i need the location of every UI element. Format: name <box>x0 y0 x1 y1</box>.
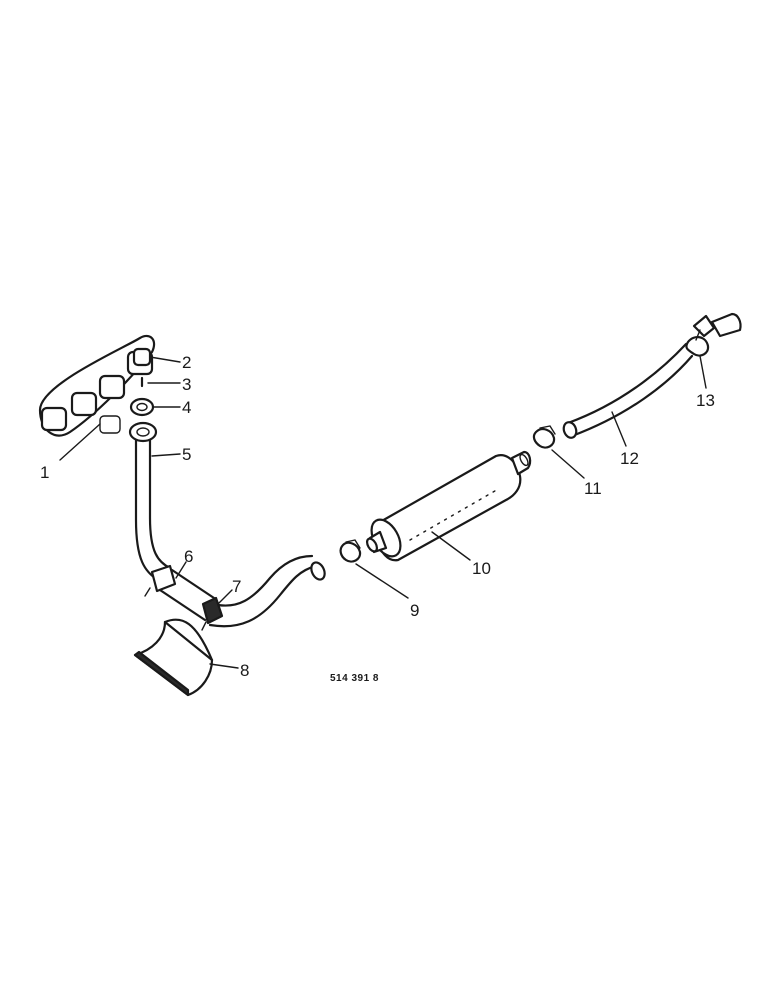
flange-gasket-4 <box>129 397 155 417</box>
intermediate-pipe <box>158 554 326 628</box>
callout-7: 7 <box>232 577 241 596</box>
drawing-reference-code: 514 391 8 <box>330 673 379 684</box>
callout-1: 1 <box>40 463 49 482</box>
callout-6: 6 <box>184 547 193 566</box>
muffler-clamp-11 <box>532 425 556 449</box>
muffler-clamp-9 <box>339 539 362 563</box>
front-exhaust-pipe-5 <box>128 421 172 582</box>
callout-10: 10 <box>472 559 491 578</box>
callout-5: 5 <box>182 445 191 464</box>
callout-11: 11 <box>584 479 602 498</box>
callout-12: 12 <box>620 449 639 468</box>
callout-9: 9 <box>410 601 419 620</box>
tailpipe-clamp-13 <box>685 312 742 357</box>
callout-8: 8 <box>240 661 249 680</box>
heat-shield-8 <box>133 618 214 697</box>
callout-13: 13 <box>696 391 715 410</box>
callout-2: 2 <box>182 353 191 372</box>
callout-4: 4 <box>182 398 191 417</box>
muffler-10 <box>365 450 532 562</box>
pipe-clamp-7 <box>201 596 224 631</box>
leader-lines <box>59 355 707 669</box>
pipe-clamp-6 <box>144 564 177 597</box>
callout-labels: 1 2 3 4 5 6 7 8 9 10 11 12 13 <box>40 353 715 680</box>
manifold-gasket-2 <box>132 347 152 367</box>
tail-pipe-12 <box>562 342 694 439</box>
callout-3: 3 <box>182 375 191 394</box>
